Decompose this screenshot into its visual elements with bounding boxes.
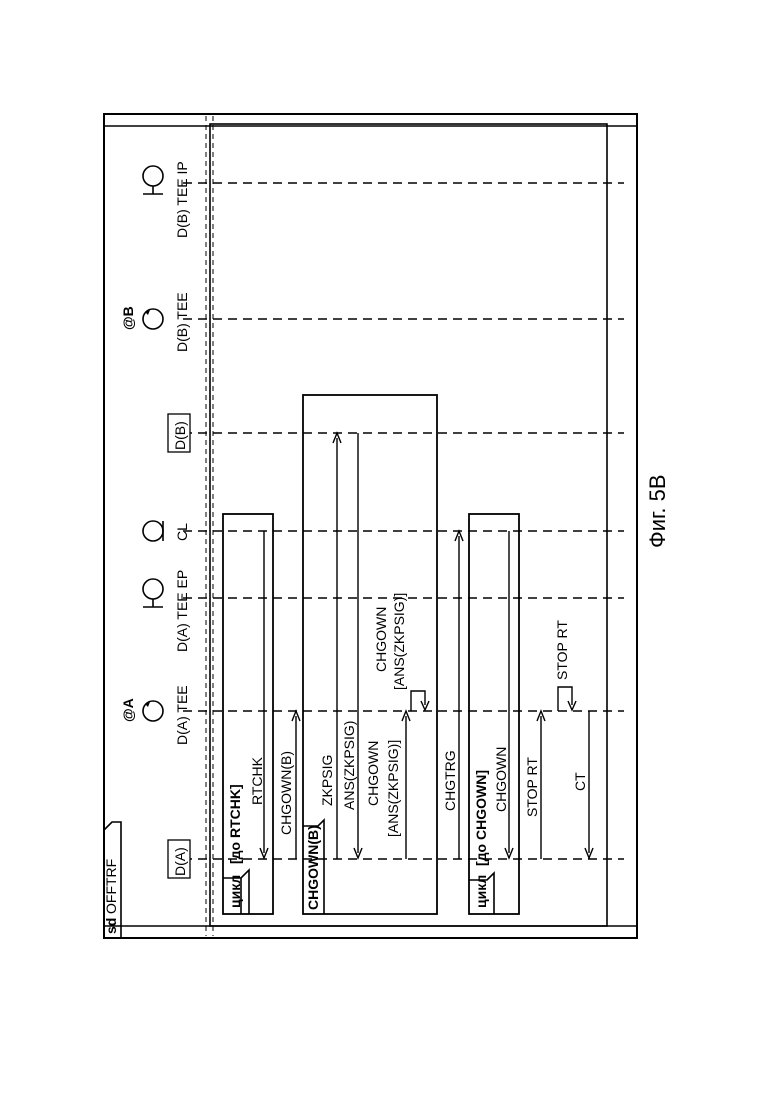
entity-icon: [143, 521, 163, 541]
message-label-chgown-ans-line1: CHGOWN: [365, 741, 381, 806]
message-label-self-chgown-line1: CHGOWN: [373, 607, 389, 672]
fragment-guard-ref1: CHGOWN(B): [305, 825, 321, 910]
message-label-self-chgown-line2: [ANS(ZKPSIG)]: [391, 593, 407, 690]
fragment-guard-loop2: [до CHGOWN]: [473, 770, 489, 866]
participant-label-db-tee-ip: D(B) TEE IP: [174, 161, 190, 238]
message-label-chgown: CHGOWN: [493, 747, 509, 812]
participant-label-da-tee-ep: D(A) TEE EP: [174, 570, 190, 652]
fragment-guard-loop1: [до RTCHK]: [227, 784, 243, 864]
message-label-ct: CT: [572, 772, 588, 791]
participant-label-da: D(A): [172, 847, 188, 876]
participant-label-db: D(B): [172, 421, 188, 450]
message-label-ans-zkpsig: ANS(ZKPSIG): [341, 721, 357, 810]
participant-label-db-tee: D(B) TEE: [174, 292, 190, 352]
participant-label-da-tee: D(A) TEE: [174, 685, 190, 745]
message-label-zkpsig: ZKPSIG: [319, 755, 335, 806]
frame-name: OFFTRF: [103, 859, 119, 914]
fragment-operator-loop1: цикл: [227, 875, 243, 908]
message-label-chgown-b: CHGOWN(B): [278, 751, 294, 835]
fragment-ref-chgown-b: [303, 395, 437, 914]
participant-label-cl: CL: [174, 523, 190, 541]
participant-stereotype-da-tee: @A: [120, 698, 136, 722]
message-label-self-stop-rt: STOP RT: [554, 620, 570, 680]
message-label-chgtrg: CHGTRG: [442, 750, 458, 811]
message-label-rtchk: RTCHK: [249, 756, 265, 805]
boundary-icon: [143, 579, 163, 599]
message-self-call-stop-rt: [558, 687, 572, 711]
participant-stereotype-db-tee: @B: [120, 306, 136, 330]
message-label-stop-rt: STOP RT: [524, 757, 540, 817]
message-label-chgown-ans-line2: [ANS(ZKPSIG)]: [385, 740, 401, 837]
figure-caption: Фиг. 5В: [645, 475, 670, 549]
fragment-operator-loop2: цикл: [473, 875, 489, 908]
boundary-icon: [143, 166, 163, 186]
